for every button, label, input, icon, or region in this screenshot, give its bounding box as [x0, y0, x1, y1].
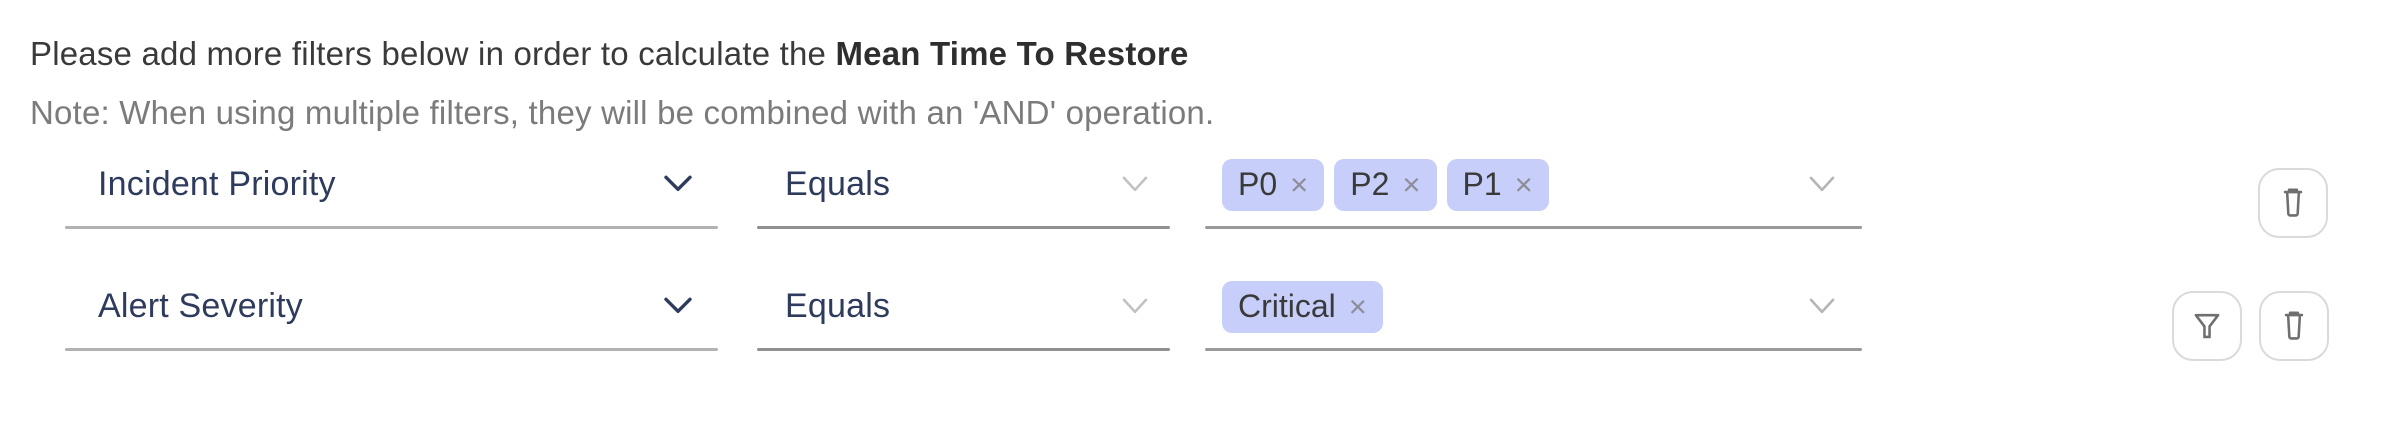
field-underline: [1205, 226, 1862, 229]
value-tag-label: P1: [1462, 166, 1502, 202]
value-tag: Critical ×: [1222, 280, 1383, 333]
operator-select[interactable]: Equals: [757, 140, 1170, 229]
values-multiselect[interactable]: Critical ×: [1205, 262, 1862, 351]
field-underline: [757, 226, 1170, 229]
field-underline: [65, 348, 718, 351]
intro-text-metric: Mean Time To Restore: [835, 35, 1189, 72]
trash-icon: [2283, 188, 2303, 217]
selected-values: Critical ×: [1222, 280, 1383, 333]
chevron-down-icon: [664, 297, 692, 313]
field-underline: [757, 348, 1170, 351]
tag-remove-icon[interactable]: ×: [1348, 289, 1367, 324]
attribute-select[interactable]: Alert Severity: [65, 262, 718, 351]
delete-filter-button[interactable]: [2259, 291, 2329, 361]
attribute-select-value: Alert Severity: [98, 287, 303, 325]
operator-select-value: Equals: [785, 165, 891, 203]
value-tag-label: P2: [1350, 166, 1390, 202]
operator-select[interactable]: Equals: [757, 262, 1170, 351]
note-text: Note: When using multiple filters, they …: [30, 94, 1215, 131]
selected-values: P0 × P2 × P1 ×: [1222, 158, 1549, 211]
trash-icon: [2284, 311, 2304, 340]
attribute-select[interactable]: Incident Priority: [65, 140, 718, 229]
field-underline: [1205, 348, 1862, 351]
chevron-down-icon: [1809, 176, 1835, 191]
apply-filter-button[interactable]: [2172, 291, 2242, 361]
tag-remove-icon[interactable]: ×: [1290, 167, 1309, 202]
tag-remove-icon[interactable]: ×: [1514, 167, 1533, 202]
chevron-down-icon: [1809, 298, 1835, 313]
operator-select-value: Equals: [785, 287, 891, 325]
delete-filter-button[interactable]: [2258, 168, 2328, 238]
intro-text: Please add more filters below in order t…: [30, 34, 1189, 74]
chevron-down-icon: [1122, 298, 1148, 313]
value-tag: P0 ×: [1222, 158, 1325, 211]
filter-row: Alert Severity Equals Critical ×: [0, 262, 2408, 384]
filter-row: Incident Priority Equals P0 × P2 ×: [0, 140, 2408, 262]
chevron-down-icon: [664, 175, 692, 191]
tag-remove-icon[interactable]: ×: [1402, 167, 1421, 202]
funnel-icon: [2194, 313, 2220, 339]
value-tag-label: P0: [1238, 166, 1278, 202]
chevron-down-icon: [1122, 176, 1148, 191]
value-tag: P2 ×: [1334, 158, 1437, 211]
values-multiselect[interactable]: P0 × P2 × P1 ×: [1205, 140, 1862, 229]
intro-text-normal: Please add more filters below in order t…: [30, 35, 836, 72]
attribute-select-value: Incident Priority: [98, 165, 336, 203]
value-tag: P1 ×: [1446, 158, 1549, 211]
value-tag-label: Critical: [1238, 288, 1336, 324]
field-underline: [65, 226, 718, 229]
